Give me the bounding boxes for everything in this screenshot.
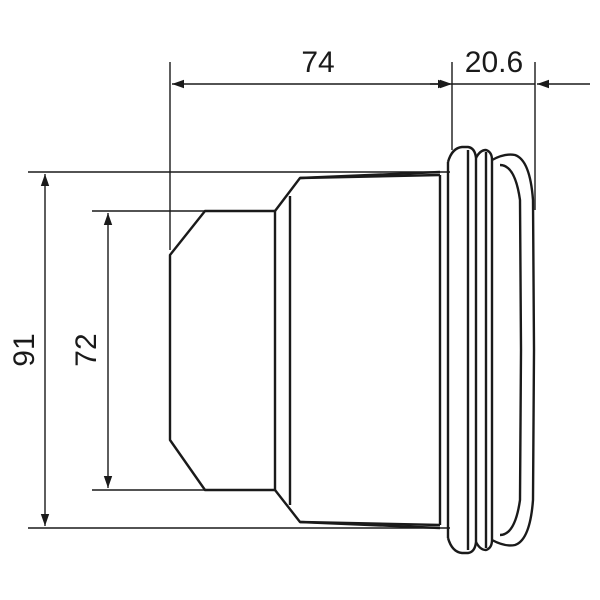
dimension-label-20-6: 20.6 xyxy=(465,46,523,79)
rear-neck xyxy=(168,209,275,492)
dimension-label-91: 91 xyxy=(8,333,41,366)
rim-ring-4 xyxy=(474,148,494,552)
lens-inner-contour xyxy=(499,163,523,537)
shoulder-step xyxy=(274,170,441,530)
lamp-body xyxy=(168,145,536,555)
rim-ring-2 xyxy=(446,145,478,555)
dimension-lines xyxy=(40,79,590,526)
housing-bottom xyxy=(299,520,441,527)
dimension-label-74: 74 xyxy=(301,46,334,79)
extension-lines xyxy=(28,62,536,529)
dimension-label-72: 72 xyxy=(70,333,103,366)
housing-top xyxy=(299,173,441,180)
lens-dome xyxy=(491,153,536,547)
